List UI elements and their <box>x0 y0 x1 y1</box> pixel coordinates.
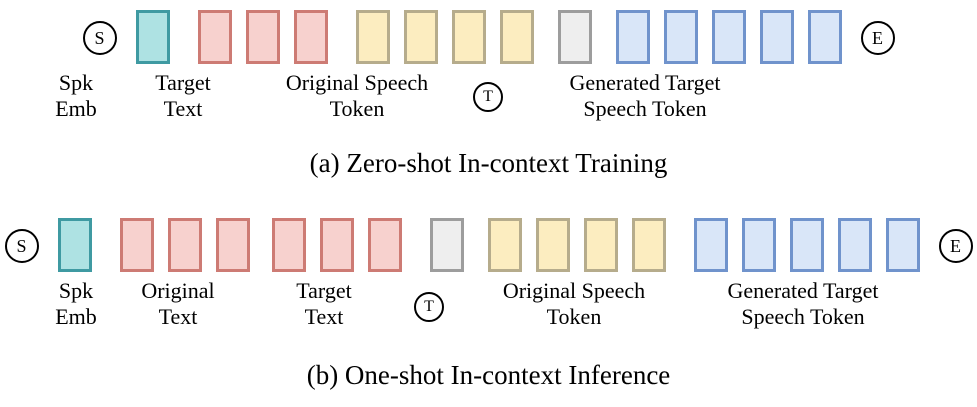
token-box-generated-target-speech-token <box>663 10 698 64</box>
token-group-target-text-b <box>265 208 409 272</box>
token-box-turn-marker <box>429 218 464 272</box>
label-original-speech-token: Original Speech Token <box>243 70 471 121</box>
token-group-spk-emb-a <box>129 0 177 64</box>
token-group-spk-emb-b <box>51 208 99 272</box>
token-box-original-speech-token <box>535 218 570 272</box>
token-box-generated-target-speech-token <box>693 218 728 272</box>
label-original-text: Original Text <box>112 278 244 329</box>
label-spk-emb: Spk Emb <box>38 278 114 329</box>
token-box-original-speech-token <box>631 218 666 272</box>
label-line-1: Original Speech <box>285 70 429 95</box>
label-line-1: Generated Target <box>569 70 721 95</box>
token-group-turn-marker-a <box>551 0 599 64</box>
label-line-1: Generated Target <box>727 278 879 303</box>
token-group-turn-marker-b <box>423 208 471 272</box>
token-box-generated-target-speech-token <box>885 218 920 272</box>
token-box-original-text <box>215 218 250 272</box>
label-line-2: Text <box>158 303 198 329</box>
token-group-target-text-a <box>191 0 335 64</box>
panel-one-shot-inference: S <box>0 208 977 407</box>
token-box-original-text <box>167 218 202 272</box>
token-group-generated-target-speech-token-a <box>609 0 849 64</box>
label-line-2: Text <box>304 303 344 329</box>
token-box-generated-target-speech-token <box>789 218 824 272</box>
token-box-original-speech-token <box>499 10 534 64</box>
label-line-1: Original <box>141 278 215 303</box>
label-line-1: Target <box>155 70 211 95</box>
label-line-2: Token <box>546 303 602 329</box>
token-box-original-speech-token <box>487 218 522 272</box>
token-group-original-speech-token-b <box>481 208 673 272</box>
token-box-generated-target-speech-token <box>837 218 872 272</box>
label-line-2: Speech Token <box>741 303 865 329</box>
label-line-1: Spk <box>58 70 94 95</box>
token-box-target-text <box>319 218 354 272</box>
label-spk-emb: Spk Emb <box>38 70 114 121</box>
label-target-text: Target Text <box>258 278 390 329</box>
token-box-generated-target-speech-token <box>759 10 794 64</box>
token-box-original-text <box>119 218 154 272</box>
label-line-2: Emb <box>55 95 97 121</box>
token-box-turn-marker <box>557 10 592 64</box>
label-original-speech-token: Original Speech Token <box>460 278 688 329</box>
token-sequence-a: S <box>0 0 977 70</box>
token-box-generated-target-speech-token <box>807 10 842 64</box>
label-line-1: Target <box>296 278 352 303</box>
label-line-2: Token <box>329 95 385 121</box>
label-line-2: Speech Token <box>583 95 707 121</box>
token-box-target-text <box>293 10 328 64</box>
start-marker-icon: S <box>4 229 39 263</box>
token-group-original-text-b <box>113 208 257 272</box>
label-generated-target-speech-token: Generated Target Speech Token <box>526 70 764 121</box>
label-line-1: Original Speech <box>502 278 646 303</box>
token-box-original-speech-token <box>355 10 390 64</box>
label-line-2: Emb <box>55 303 97 329</box>
start-marker-icon: S <box>82 21 117 55</box>
token-labels-b: Spk Emb Original Text Target Text T Orig… <box>0 278 977 340</box>
token-box-target-text <box>271 218 306 272</box>
token-box-generated-target-speech-token <box>615 10 650 64</box>
token-group-original-speech-token-a <box>349 0 541 64</box>
end-marker-icon: E <box>938 229 973 263</box>
token-group-generated-target-speech-token-b <box>687 208 927 272</box>
caption-panel-b: (b) One-shot In-context Inference <box>306 360 671 390</box>
token-box-original-speech-token <box>583 218 618 272</box>
token-box-spk-emb <box>135 10 170 64</box>
label-line-2: Text <box>163 95 203 121</box>
token-box-spk-emb <box>57 218 92 272</box>
token-box-target-text <box>367 218 402 272</box>
turn-marker-icon-a: T <box>473 82 503 112</box>
token-box-generated-target-speech-token <box>741 218 776 272</box>
end-marker-icon: E <box>860 21 895 55</box>
token-box-original-speech-token <box>451 10 486 64</box>
token-sequence-b: S <box>0 208 977 278</box>
turn-marker-icon-b: T <box>414 292 444 322</box>
token-box-generated-target-speech-token <box>711 10 746 64</box>
panel-zero-shot-training: S <box>0 0 977 190</box>
caption-panel-a: (a) Zero-shot In-context Training <box>309 148 668 178</box>
token-box-target-text <box>245 10 280 64</box>
token-labels-a: Spk Emb Target Text Original Speech Toke… <box>0 70 977 132</box>
label-target-text: Target Text <box>128 70 238 121</box>
token-box-target-text <box>197 10 232 64</box>
label-generated-target-speech-token: Generated Target Speech Token <box>684 278 922 329</box>
label-line-1: Spk <box>58 278 94 303</box>
token-box-original-speech-token <box>403 10 438 64</box>
